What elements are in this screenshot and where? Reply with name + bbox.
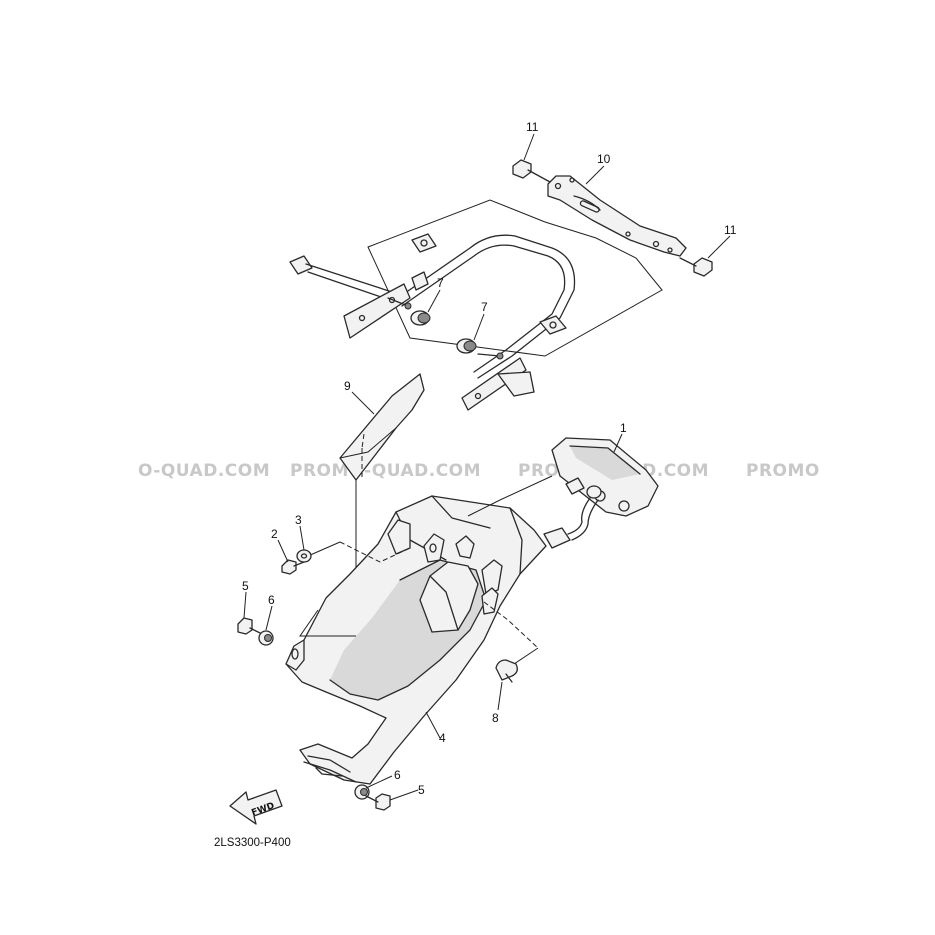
callout-6-upper: 6 (268, 593, 275, 607)
tail-light-assembly (543, 437, 659, 549)
fender-reference-line-d (467, 499, 501, 517)
collar-lower (354, 784, 370, 800)
upper-reference-plane (367, 199, 663, 357)
callout-5-upper: 5 (242, 579, 249, 593)
watermark-right: PROMO (746, 461, 820, 481)
callout-9: 9 (344, 379, 351, 393)
forward-arrow: FWD (229, 789, 283, 825)
damper-grommet-left (410, 310, 431, 326)
callout-7-left: 7 (437, 276, 444, 290)
rear-stay-bracket (547, 175, 687, 257)
fender-dashed-line-b (483, 601, 539, 649)
callout-6-lower: 6 (394, 768, 401, 782)
watermark-left: O-QUAD.COM (138, 461, 270, 481)
drawing-code: 2LS3300-P400 (214, 837, 291, 849)
fender-reference-line-a (299, 609, 356, 637)
collar-upper (258, 630, 274, 646)
watermark-center-left: PROMO-QUAD.COM (290, 461, 481, 481)
callout-4: 4 (439, 731, 446, 745)
callout-1: 1 (620, 421, 627, 435)
leader-lines (243, 133, 731, 801)
screw (281, 559, 305, 575)
grab-bar (289, 233, 576, 411)
flange-bolt-right (679, 257, 713, 277)
damper-grommet-right (456, 338, 477, 354)
callout-2: 2 (271, 527, 278, 541)
callout-10: 10 (597, 152, 611, 166)
callout-7-right: 7 (481, 300, 488, 314)
callout-11-top: 11 (526, 120, 539, 134)
clamp (495, 659, 518, 683)
fender-dashed-line-a (339, 541, 411, 563)
callout-3: 3 (295, 513, 302, 527)
rear-fender (285, 495, 547, 785)
callout-11-right: 11 (724, 223, 737, 237)
washer (296, 549, 312, 563)
flange-bolt-top (512, 159, 551, 183)
callout-8: 8 (492, 711, 499, 725)
label-plate (339, 373, 425, 481)
bolt-upper (237, 617, 263, 635)
taillight-reference-line (499, 475, 553, 501)
callout-5-lower: 5 (418, 783, 425, 797)
bolt-lower (365, 793, 391, 811)
callout-labels: 11 10 11 7 7 9 1 2 3 5 6 8 4 6 5 (242, 120, 737, 797)
fender-reference-line-b (307, 541, 341, 557)
watermark-row: O-QUAD.COM PROMO-QUAD.COM PROMO-QUAD.COM… (138, 461, 820, 481)
